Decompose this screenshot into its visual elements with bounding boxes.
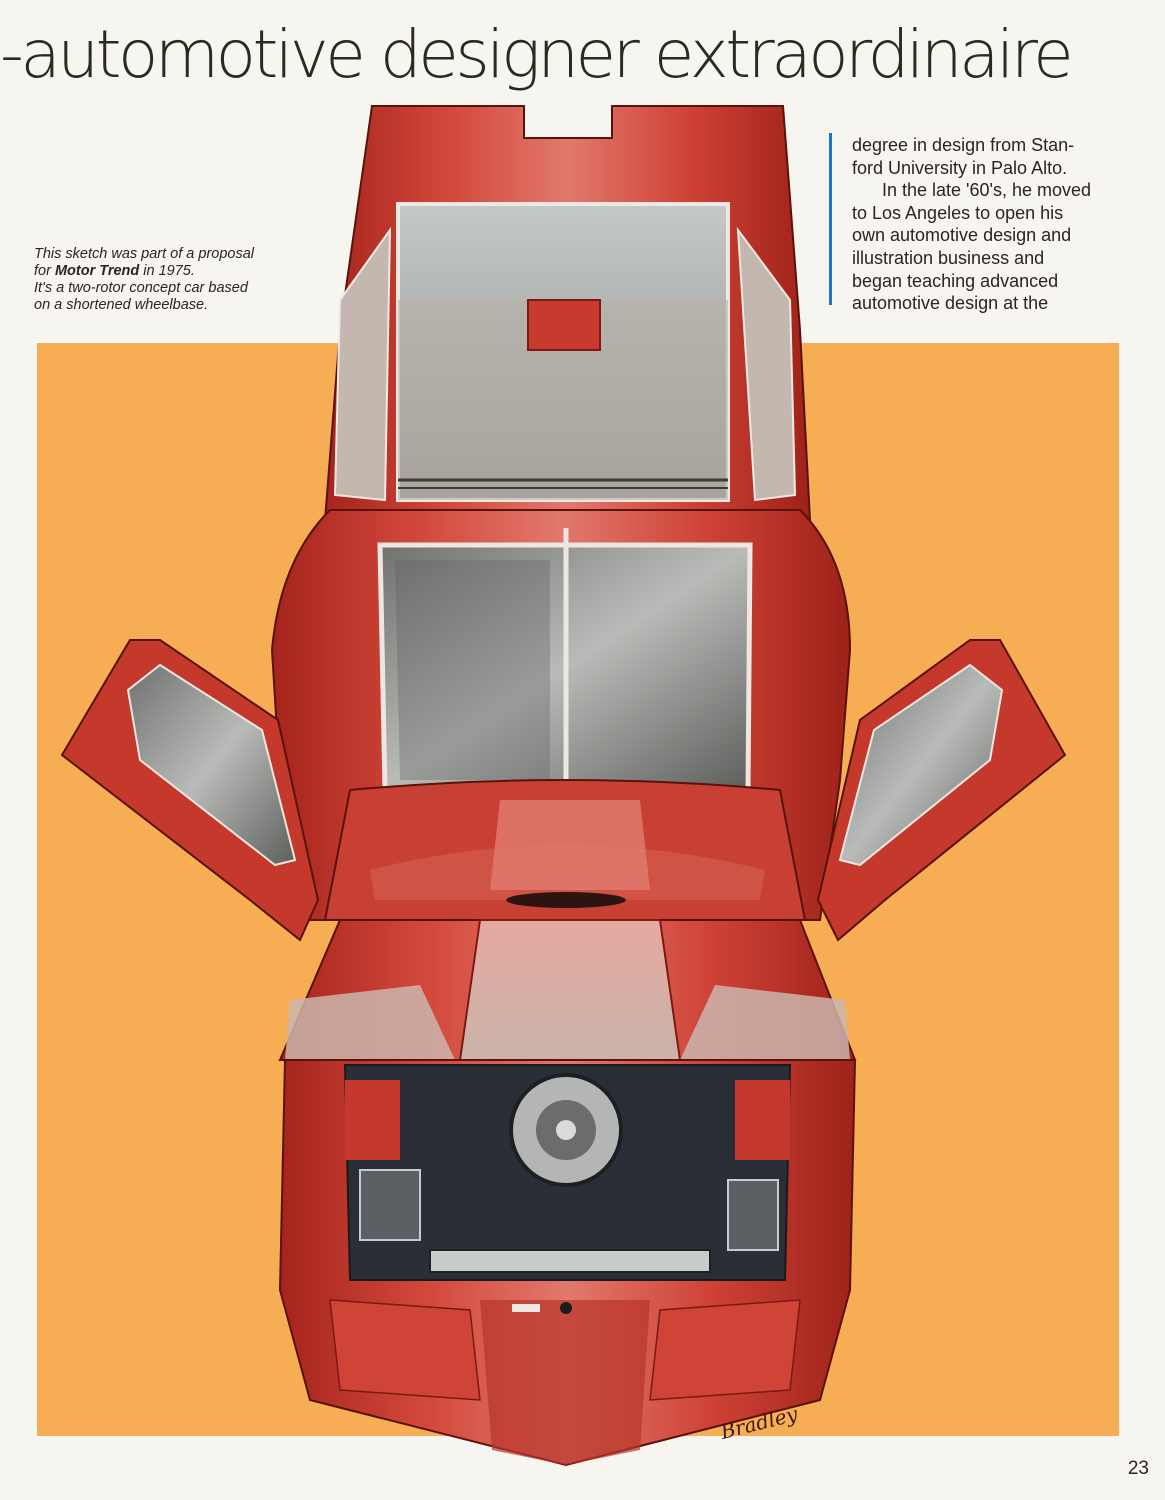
body-line: In the late '60's, he moved — [882, 180, 1092, 201]
caption-line: This sketch was part of a proposal — [34, 246, 255, 262]
article-body-column: degree in design from Stan- ford Univers… — [852, 134, 1152, 315]
body-line: automotive design at the — [852, 293, 1049, 314]
caption-text: for — [34, 263, 55, 279]
caption-magazine-name: Motor Trend — [54, 263, 140, 279]
illustration-caption: This sketch was part of a proposal for M… — [34, 246, 304, 314]
body-line: own automotive design and — [852, 225, 1072, 246]
column-accent-rule — [829, 133, 832, 305]
page-number: 23 — [1127, 1458, 1149, 1479]
body-line: began teaching advanced — [852, 270, 1059, 291]
body-line: illustration business and — [852, 247, 1045, 268]
caption-line: It's a two-rotor concept car based — [34, 280, 248, 296]
caption-line: on a shortened wheelbase. — [34, 297, 209, 313]
body-line: degree in design from Stan- — [852, 135, 1075, 155]
page-headline: -automotive designer extraordinaire — [0, 16, 1074, 93]
caption-line: for Motor Trend in 1975. — [34, 263, 304, 280]
body-line: ford University in Palo Alto. — [852, 157, 1068, 178]
caption-text: in 1975. — [139, 263, 195, 279]
body-line: to Los Angeles to open his — [852, 202, 1064, 223]
